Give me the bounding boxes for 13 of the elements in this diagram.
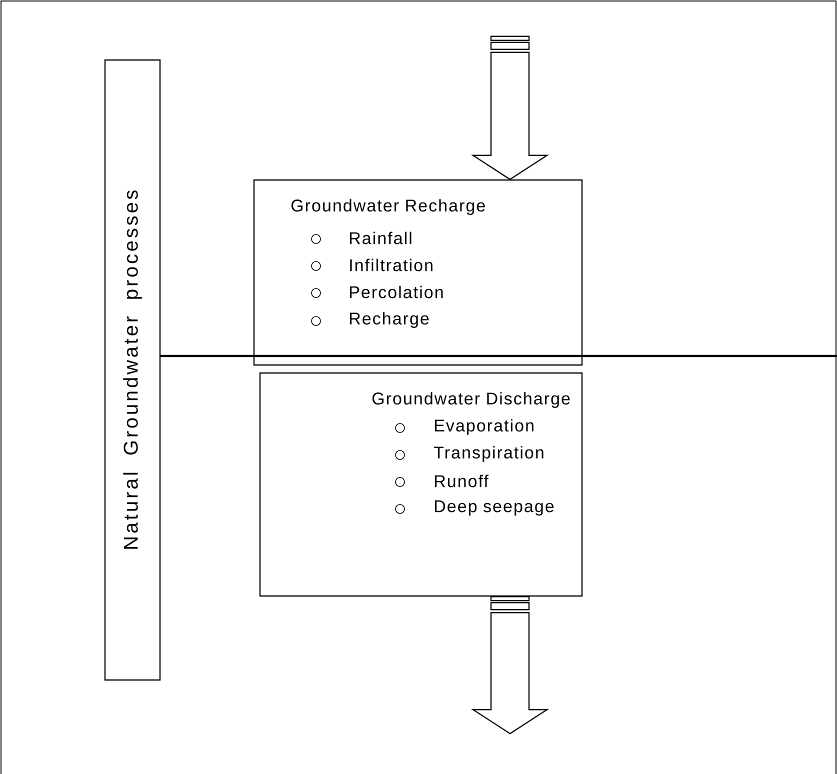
box-heading: Groundwater Recharge <box>291 199 485 215</box>
block-arrow <box>470 36 550 180</box>
list-item: Deep seepage <box>435 500 554 516</box>
list-item: Percolation <box>350 286 443 298</box>
list-item: Evaporation <box>435 419 534 435</box>
vertical-label: Natural Groundwater processes <box>123 190 142 549</box>
block-arrow <box>470 596 550 734</box>
list-item: Recharge <box>350 312 429 328</box>
box-heading: Groundwater Discharge <box>372 392 570 408</box>
list-item: Transpiration <box>434 446 544 462</box>
list-item: Runoff <box>435 474 488 488</box>
list-item: Rainfall <box>350 232 412 244</box>
list-item: Infiltration <box>350 258 432 272</box>
